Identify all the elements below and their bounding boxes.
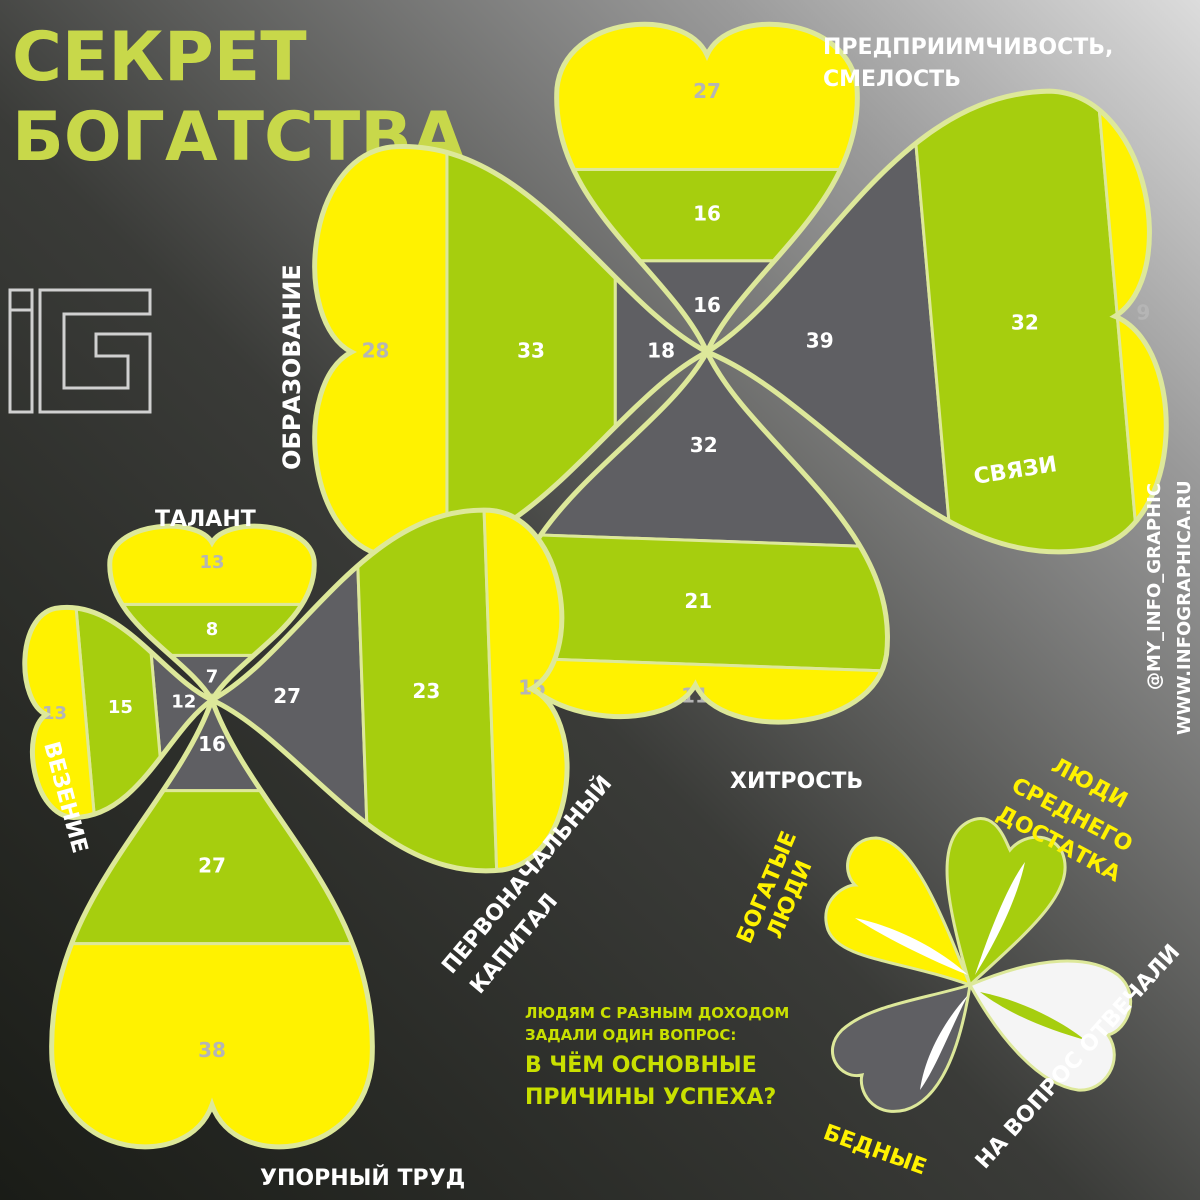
label-enterprise: ПРЕДПРИИМЧИВОСТЬ,: [823, 35, 1113, 60]
value-poor: 16: [693, 293, 721, 317]
value-middle: 23: [412, 679, 440, 703]
value-poor: 27: [273, 684, 301, 708]
value-middle: 16: [693, 202, 721, 226]
band-rich: [503, 654, 898, 726]
petal-outline: [206, 507, 570, 874]
value-middle: 8: [206, 619, 219, 640]
question-main-1: В ЧЁМ ОСНОВНЫЕ: [525, 1052, 757, 1078]
value-rich: 13: [199, 552, 224, 573]
legend-highlights: [855, 862, 1025, 1090]
value-rich: 28: [362, 339, 390, 363]
value-poor: 18: [647, 339, 675, 363]
credit-instagram: @MY_INFO_GRAPHIC: [1144, 483, 1165, 690]
legend-petal-rich: [824, 836, 973, 988]
value-rich: 9: [1136, 300, 1150, 324]
petal-outline: [312, 144, 713, 560]
value-poor: 16: [198, 732, 226, 756]
logo-icon: [8, 288, 152, 414]
value-rich: 27: [693, 79, 721, 103]
value-poor: 39: [806, 329, 834, 353]
question-main-2: ПРИЧИНЫ УСПЕХА?: [525, 1085, 776, 1110]
legend-highlights-dark: [980, 992, 1085, 1040]
petal-outline: [107, 523, 317, 705]
label-education: ОБРАЗОВАНИЕ: [278, 264, 306, 470]
petal-outline: [49, 692, 375, 1150]
petal-outline: [504, 346, 890, 725]
label-cunning: ХИТРОСТЬ: [730, 769, 863, 794]
title-line-1: СЕКРЕТ: [12, 18, 307, 97]
value-rich: 38: [198, 1038, 226, 1062]
petal-outline: [554, 21, 860, 359]
petal-outline: [22, 604, 218, 820]
value-middle: 21: [684, 589, 712, 613]
value-middle: 32: [1011, 311, 1039, 335]
petal-outline: [701, 88, 1169, 555]
value-poor: 7: [206, 667, 219, 688]
question-intro-2: ЗАДАЛИ ОДИН ВОПРОС:: [525, 1026, 736, 1044]
credit-website: WWW.INFOGRAPHICA.RU: [1174, 480, 1195, 735]
value-middle: 27: [198, 854, 226, 878]
question-intro-1: ЛЮДЯМ С РАЗНЫМ ДОХОДОМ: [525, 1004, 789, 1022]
label-hard-work: УПОРНЫЙ ТРУД: [260, 1165, 465, 1191]
value-poor: 12: [171, 691, 196, 712]
value-poor: 32: [690, 433, 718, 457]
legend-petal-poor: [830, 982, 972, 1113]
value-rich: 13: [42, 703, 67, 724]
label-talent: ТАЛАНТ: [155, 507, 256, 532]
value-middle: 15: [108, 697, 133, 718]
label-enterprise-2: СМЕЛОСТЬ: [823, 67, 961, 92]
value-middle: 33: [517, 339, 545, 363]
